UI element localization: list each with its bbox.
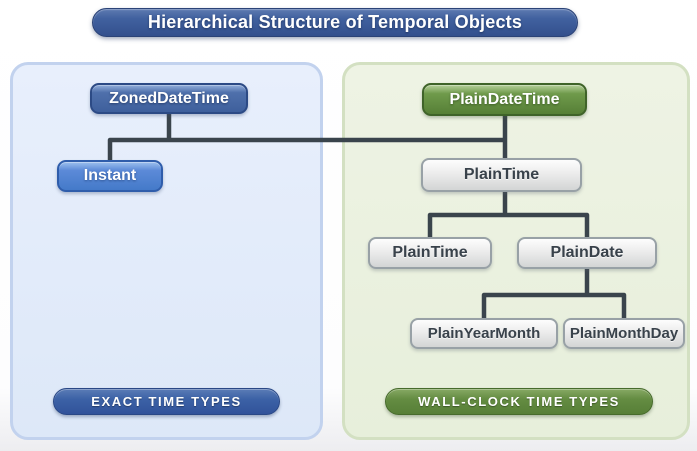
node-zoneddatetime: ZonedDateTime: [90, 83, 248, 114]
exact-time-types-badge: EXACT TIME TYPES: [53, 388, 280, 415]
node-plaintime: PlainTime: [368, 237, 492, 269]
node-plaindatetime: PlainDateTime: [422, 83, 587, 116]
node-plainmonthday: PlainMonthDay: [563, 318, 685, 349]
node-plaintime-mid: PlainTime: [421, 158, 582, 192]
exact-time-panel: [10, 62, 323, 440]
node-plainyearmonth: PlainYearMonth: [410, 318, 558, 349]
node-instant: Instant: [57, 160, 163, 192]
wall-clock-time-types-badge: WALL-CLOCK TIME TYPES: [385, 388, 653, 415]
node-plaindate: PlainDate: [517, 237, 657, 269]
diagram-title: Hierarchical Structure of Temporal Objec…: [92, 8, 578, 37]
